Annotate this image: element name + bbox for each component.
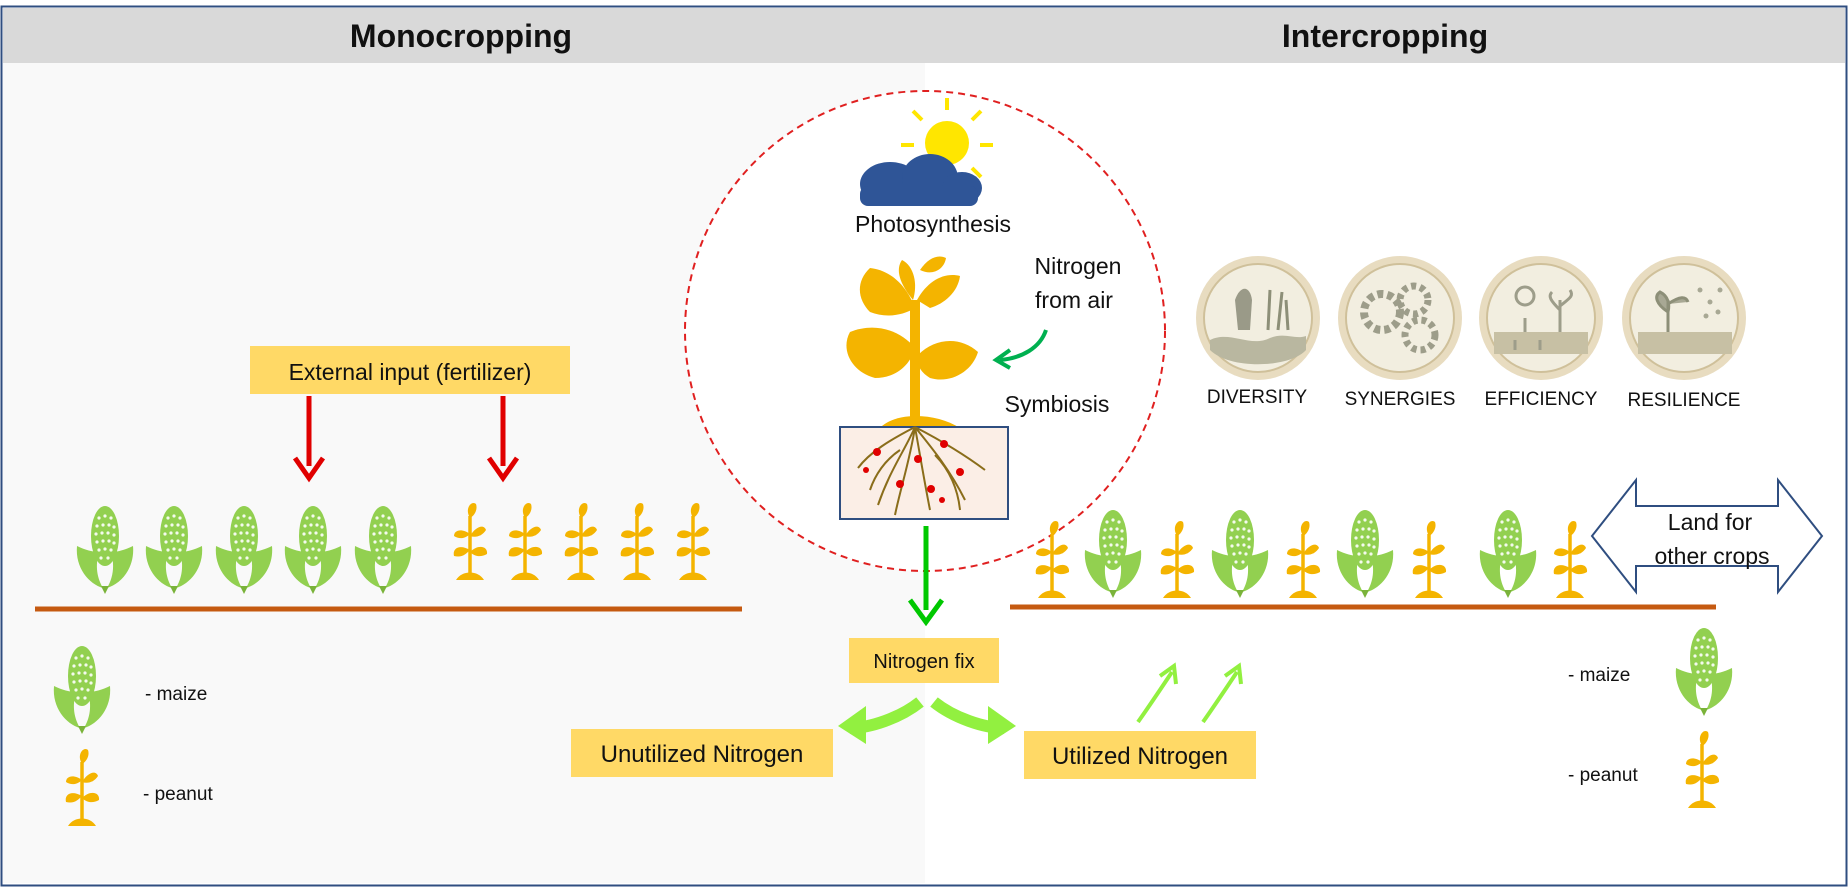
unutilized-nitrogen-label: Unutilized Nitrogen [601, 741, 804, 768]
principle-badges [1196, 256, 1746, 380]
nitrogen-air-label-1: Nitrogen [1035, 253, 1122, 279]
utilized-nitrogen-label: Utilized Nitrogen [1052, 743, 1228, 770]
unutilized-flow-arrow [838, 697, 924, 744]
fertilizer-arrows [292, 396, 520, 483]
diversity-icon [1196, 256, 1320, 380]
header-band [3, 8, 1845, 63]
legend-peanut-label-left: - peanut [143, 784, 213, 805]
external-input-box [250, 346, 570, 394]
legend-peanut-label-right: - peanut [1568, 765, 1638, 786]
uptake-arrows [1136, 662, 1243, 724]
efficiency-icon [1479, 256, 1603, 380]
nitrogen-fix-label: Nitrogen fix [873, 651, 974, 673]
sun-cloud-icon [860, 98, 993, 206]
roots-icon [857, 426, 986, 516]
monocropping-title: Monocropping [350, 18, 572, 54]
land-label-1: Land for [1668, 509, 1753, 535]
utilized-nitrogen-box [1024, 731, 1256, 779]
intercropping-title: Intercropping [1282, 18, 1488, 54]
nodules [863, 440, 964, 503]
land-label-2: other crops [1654, 543, 1769, 569]
synergies-icon [1338, 256, 1462, 380]
principle-diversity-label: DIVERSITY [1207, 387, 1308, 408]
principle-resilience-label: RESILIENCE [1628, 390, 1741, 411]
photosynthesis-label: Photosynthesis [855, 211, 1011, 237]
nitrogen-fix-arrow [907, 526, 945, 627]
principle-efficiency-label: EFFICIENCY [1485, 389, 1598, 410]
utilized-flow-arrow [930, 697, 1016, 744]
nitrogen-air-arrow [992, 329, 1048, 370]
resilience-icon [1622, 256, 1746, 380]
legume-plant-icon [846, 256, 978, 430]
nitrogen-air-label-2: from air [1035, 287, 1113, 313]
principle-synergies-label: SYNERGIES [1345, 389, 1456, 410]
symbiosis-label: Symbiosis [1005, 391, 1110, 417]
legend-maize-label-right: - maize [1568, 665, 1630, 686]
legend-maize-label-left: - maize [145, 684, 207, 705]
external-input-label: External input (fertilizer) [289, 359, 532, 385]
unutilized-nitrogen-box [571, 729, 833, 777]
nitrogen-fix-box [849, 638, 999, 683]
land-double-arrow [1590, 477, 1824, 595]
